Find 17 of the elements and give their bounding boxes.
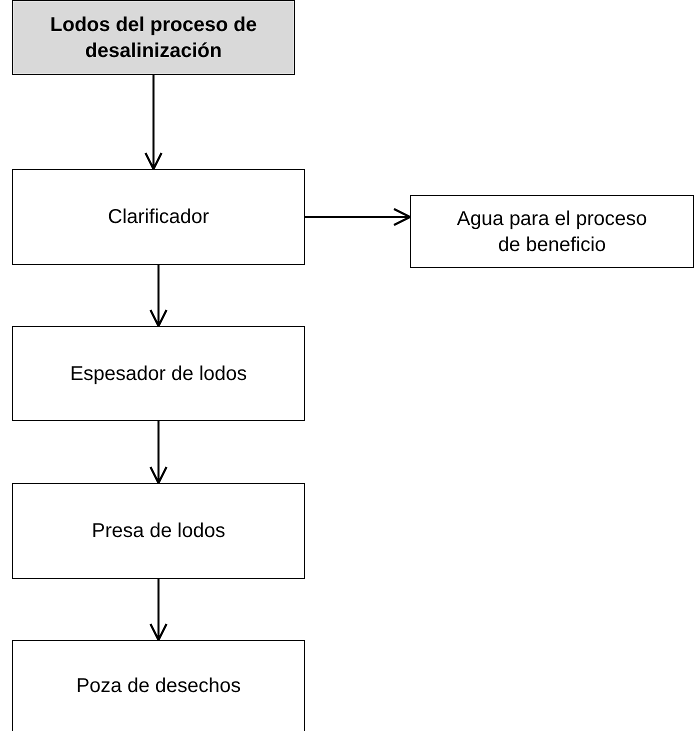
process-box: [12, 169, 305, 265]
node-label: Agua para el proceso de beneficio: [456, 206, 648, 258]
node-label: Poza de desechos: [76, 674, 241, 699]
process-box: [12, 326, 305, 421]
arrow: [149, 579, 168, 642]
arrow: [149, 421, 168, 484]
arrow: [149, 265, 168, 328]
process-box: [12, 640, 305, 731]
process-box: [410, 195, 694, 268]
node-label: Espesador de lodos: [70, 362, 247, 386]
arrow: [144, 75, 163, 170]
node-label: Clarificador: [108, 205, 210, 230]
node-label: Presa de lodos: [92, 519, 226, 544]
node-label: Lodos del proceso de desalinización: [49, 12, 258, 64]
arrow: [305, 208, 412, 226]
input-box: [12, 0, 295, 75]
process-box: [12, 483, 305, 579]
